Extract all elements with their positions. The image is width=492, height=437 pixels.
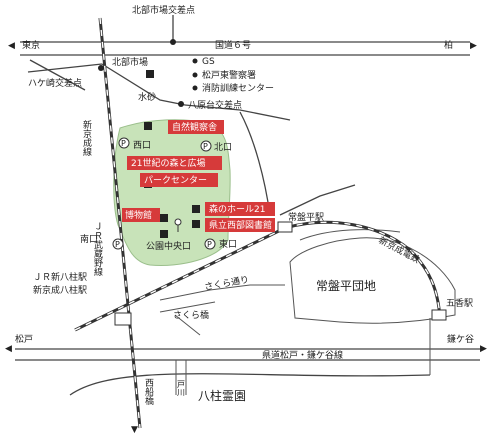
label-kashiwa: 柏: [444, 39, 453, 51]
gokou-station: [431, 309, 447, 321]
facility-box-toshokan: [205, 218, 275, 232]
label-shin-keisei-dentetsu: 新京成電鉄: [377, 234, 422, 266]
facility-box-hakubutsukan: [122, 208, 160, 222]
park-center-marker-icon: [174, 218, 182, 232]
label-yabashira-kousaten: 八原台交差点: [188, 99, 242, 111]
label-nishi-funabashi: 西船橋: [143, 378, 154, 406]
parking-icon: P: [118, 137, 130, 149]
label-matsudo: 松戸: [15, 333, 33, 345]
label-tokyo: 東京: [22, 39, 40, 51]
label-shin-keisei-left: 新京成線: [81, 119, 92, 156]
label-hokubu-ichiba: 北部市場: [112, 56, 148, 68]
facility-shizen-label: 自然観察舎: [172, 121, 217, 133]
label-koen-chuo: 公園中央口: [146, 240, 191, 252]
label-minamiguchi: 南口: [80, 233, 98, 245]
facility-box-seiki: [127, 156, 222, 170]
label-kitaguchi: 北口: [214, 142, 232, 153]
label-hokubu-kousaten: 北部市場交差点: [132, 4, 195, 16]
label-tokiwadaira-eki: 常盤平駅: [288, 211, 324, 223]
label-jr-musashino: ＪＲ武蔵野線: [92, 222, 103, 276]
label-hakkeizaki: ハケ崎交差点: [28, 77, 82, 89]
arrow-left-tokyo-icon: ◀: [8, 41, 15, 51]
facility-marker: [192, 220, 200, 228]
label-kokudo6: 国道６号: [215, 39, 251, 51]
label-kamagaya: 鎌ケ谷: [447, 333, 474, 345]
intersection-dot: [170, 39, 176, 45]
parking-icon: P: [204, 238, 216, 250]
label-yahashira-reien: 八柱霊園: [198, 388, 246, 403]
arrow-left-matsudo-icon: ◀: [5, 344, 12, 354]
hakkeizaki-road: [27, 63, 103, 73]
label-gokou-eki: 五香駅: [446, 298, 473, 309]
label-kendo: 県道松戸・鎌ケ谷線: [262, 349, 343, 361]
label-police: 松戸東警察署: [202, 69, 256, 81]
label-tokiwadaira-danchi: 常盤平団地: [316, 279, 376, 293]
svg-text:P: P: [207, 240, 212, 249]
facility-toshokan-label: 県立西部図書館: [209, 219, 272, 231]
facility-marker: [192, 205, 200, 213]
facility-box-park-center: [140, 173, 218, 187]
facility-park-center-label: パークセンター: [144, 175, 207, 186]
label-tomegawa: 戸川: [177, 380, 186, 396]
label-higashiguchi: 東口: [219, 238, 237, 250]
facility-box-mori-hall: [205, 202, 275, 216]
tokiwadaira-danchi-area: [289, 237, 456, 324]
label-jr-shinyahashira: ＪＲ新八柱駅: [33, 271, 87, 283]
svg-text:P: P: [115, 240, 120, 249]
facility-seiki-label: 21世紀の森と広場: [131, 157, 205, 169]
label-shinkeisei-yahashira: 新京成八柱駅: [33, 284, 87, 296]
arrow-right-kashiwa-icon: ▶: [470, 41, 477, 51]
parking-icon: P: [200, 140, 212, 152]
facility-marker: [144, 122, 152, 130]
label-nishiguchi: 西口: [133, 140, 151, 151]
jr-shinyahashira-station: [114, 312, 132, 326]
label-sakurabashi: さくら橋: [173, 309, 209, 321]
tokiwadaira-station: [277, 221, 293, 233]
facility-mori-hall-label: 森のホール21: [209, 203, 265, 215]
fire-training-dot: [192, 85, 198, 91]
label-gs: GS: [202, 57, 215, 67]
gs-dot: [192, 58, 198, 64]
facility-hakubutsukan-label: 博物館: [125, 209, 152, 221]
svg-text:P: P: [203, 142, 208, 151]
svg-text:P: P: [121, 139, 126, 148]
facility-marker: [160, 214, 168, 222]
facility-marker: [160, 230, 168, 238]
yabashira-road: [184, 104, 291, 121]
facility-box-shizen: [168, 120, 224, 134]
facility-marker: [146, 70, 154, 78]
arrow-down-icon: ▼: [131, 425, 138, 435]
arrow-right-kamagaya-icon: ▶: [480, 344, 487, 354]
label-fire-training: 消防訓練センター: [202, 82, 274, 94]
intersection-dot: [98, 65, 104, 71]
parking-icon: P: [112, 238, 124, 250]
intersection-dot: [178, 101, 184, 107]
label-mizuna: 水砂: [138, 91, 156, 103]
police-dot: [192, 72, 198, 78]
label-sakura-dori: さくら通り: [204, 274, 250, 293]
